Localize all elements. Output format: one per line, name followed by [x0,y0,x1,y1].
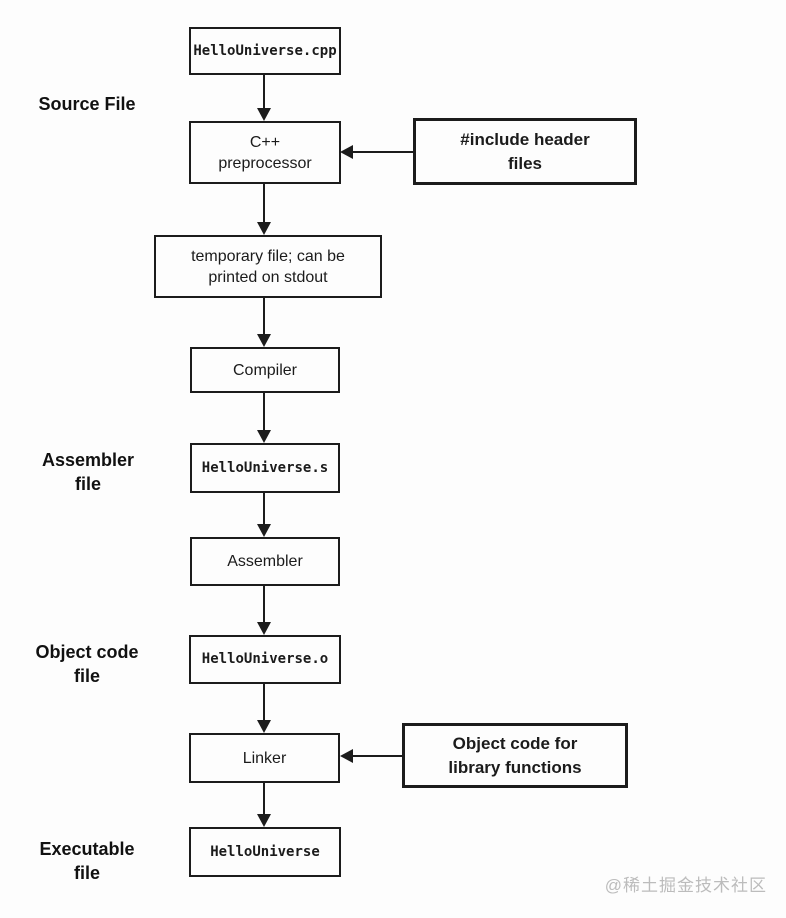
watermark-text: @稀土掘金技术社区 [604,876,767,895]
node-hellouniverse-exe: HelloUniverse [189,827,341,877]
node-compiler: Compiler [190,347,340,393]
arrow-headers-to-preprocessor [353,151,413,153]
arrow-linker-to-exe [263,783,265,814]
arrow-asmfile-to-assembler [263,493,265,524]
arrow-tempfile-to-compiler [263,298,265,334]
node-hellouniverse-s: HelloUniverse.s [190,443,340,493]
box-include-header-files: #include header files [413,118,637,185]
label-source-file: Source File [38,94,136,114]
box-object-code-library: Object code for library functions [402,723,628,788]
label-executable-file: Executable file [39,839,135,883]
node-temporary-file: temporary file; can be printed on stdout [154,235,382,298]
node-linker: Linker [189,733,340,783]
arrow-assembler-to-objfile [263,586,265,622]
node-hellouniverse-cpp: HelloUniverse.cpp [189,27,341,75]
label-assembler-file: Assembler file [41,450,135,494]
node-assembler: Assembler [190,537,340,586]
arrow-compiler-to-asmfile [263,393,265,430]
arrow-cpp-to-preprocessor [263,75,265,108]
arrow-preprocessor-to-tempfile [263,184,265,222]
label-object-code-file: Object code file [35,642,139,686]
arrow-objfile-to-linker [263,684,265,720]
node-hellouniverse-o: HelloUniverse.o [189,635,341,684]
node-cpp-preprocessor: C++ preprocessor [189,121,341,184]
arrow-libobjects-to-linker [353,755,402,757]
